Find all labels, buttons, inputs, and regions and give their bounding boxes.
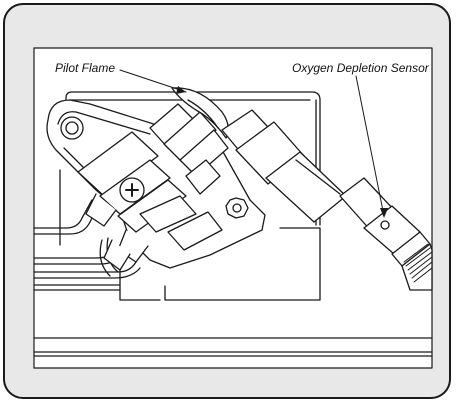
pilot-flame-leader <box>119 69 187 93</box>
pilot-flame-arrowhead <box>176 86 186 94</box>
ods-arrowhead <box>380 208 388 218</box>
left-mount-screw <box>60 116 84 140</box>
pilot-flame <box>171 87 229 139</box>
pilot-flame-label: Pilot Flame <box>55 61 116 75</box>
base-plate <box>33 337 433 357</box>
center-screw <box>119 177 145 203</box>
ods-leader <box>355 75 385 217</box>
threaded-fitting <box>403 243 433 283</box>
pilot-body <box>77 103 229 271</box>
oxygen-depletion-sensor <box>339 177 433 291</box>
hex-nut <box>225 197 249 219</box>
oxygen-depletion-sensor-label: Oxygen Depletion Sensor <box>292 61 429 75</box>
sensor-tube <box>221 109 347 223</box>
